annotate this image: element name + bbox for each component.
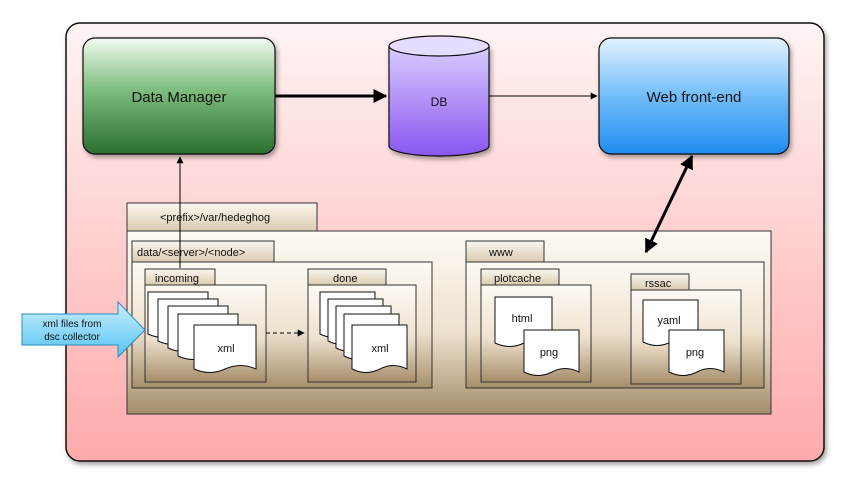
www-folder-label: www bbox=[488, 247, 513, 259]
data-manager-label: Data Manager bbox=[131, 89, 226, 106]
data-folder-label: data/<server>/<node> bbox=[137, 247, 245, 259]
incoming-folder-label: incoming bbox=[155, 273, 199, 285]
data-manager-node: Data Manager bbox=[82, 37, 276, 155]
web-www-arrow bbox=[644, 154, 694, 254]
rssac-yaml-label: yaml bbox=[657, 315, 680, 327]
dsc-input-arrow: xml files from dsc collector bbox=[21, 300, 146, 359]
web-frontend-node: Web front-end bbox=[598, 37, 790, 155]
web-frontend-label: Web front-end bbox=[647, 89, 742, 106]
plotcache-html-label: html bbox=[512, 313, 533, 325]
db-node: DB bbox=[388, 35, 490, 157]
dsc-input-label-line1: xml files from bbox=[43, 319, 102, 330]
prefix-folder-label: <prefix>/var/hedeghog bbox=[160, 212, 270, 224]
dsc-input-label-line2: dsc collector bbox=[44, 332, 100, 343]
rssac-png-file: png bbox=[668, 329, 725, 376]
plotcache-png-label: png bbox=[540, 347, 558, 359]
plotcache-folder-label: plotcache bbox=[494, 273, 541, 285]
plotcache-png-file: png bbox=[523, 329, 580, 376]
rssac-png-label: png bbox=[686, 347, 704, 359]
done-file-label: xml bbox=[371, 343, 388, 355]
incoming-file-label: xml bbox=[217, 343, 234, 355]
done-folder-label: done bbox=[333, 273, 357, 285]
done-file-stack: xml bbox=[319, 291, 408, 373]
rssac-folder-label: rssac bbox=[645, 278, 672, 290]
db-label: DB bbox=[431, 95, 448, 109]
incoming-file-stack: xml bbox=[147, 291, 257, 373]
